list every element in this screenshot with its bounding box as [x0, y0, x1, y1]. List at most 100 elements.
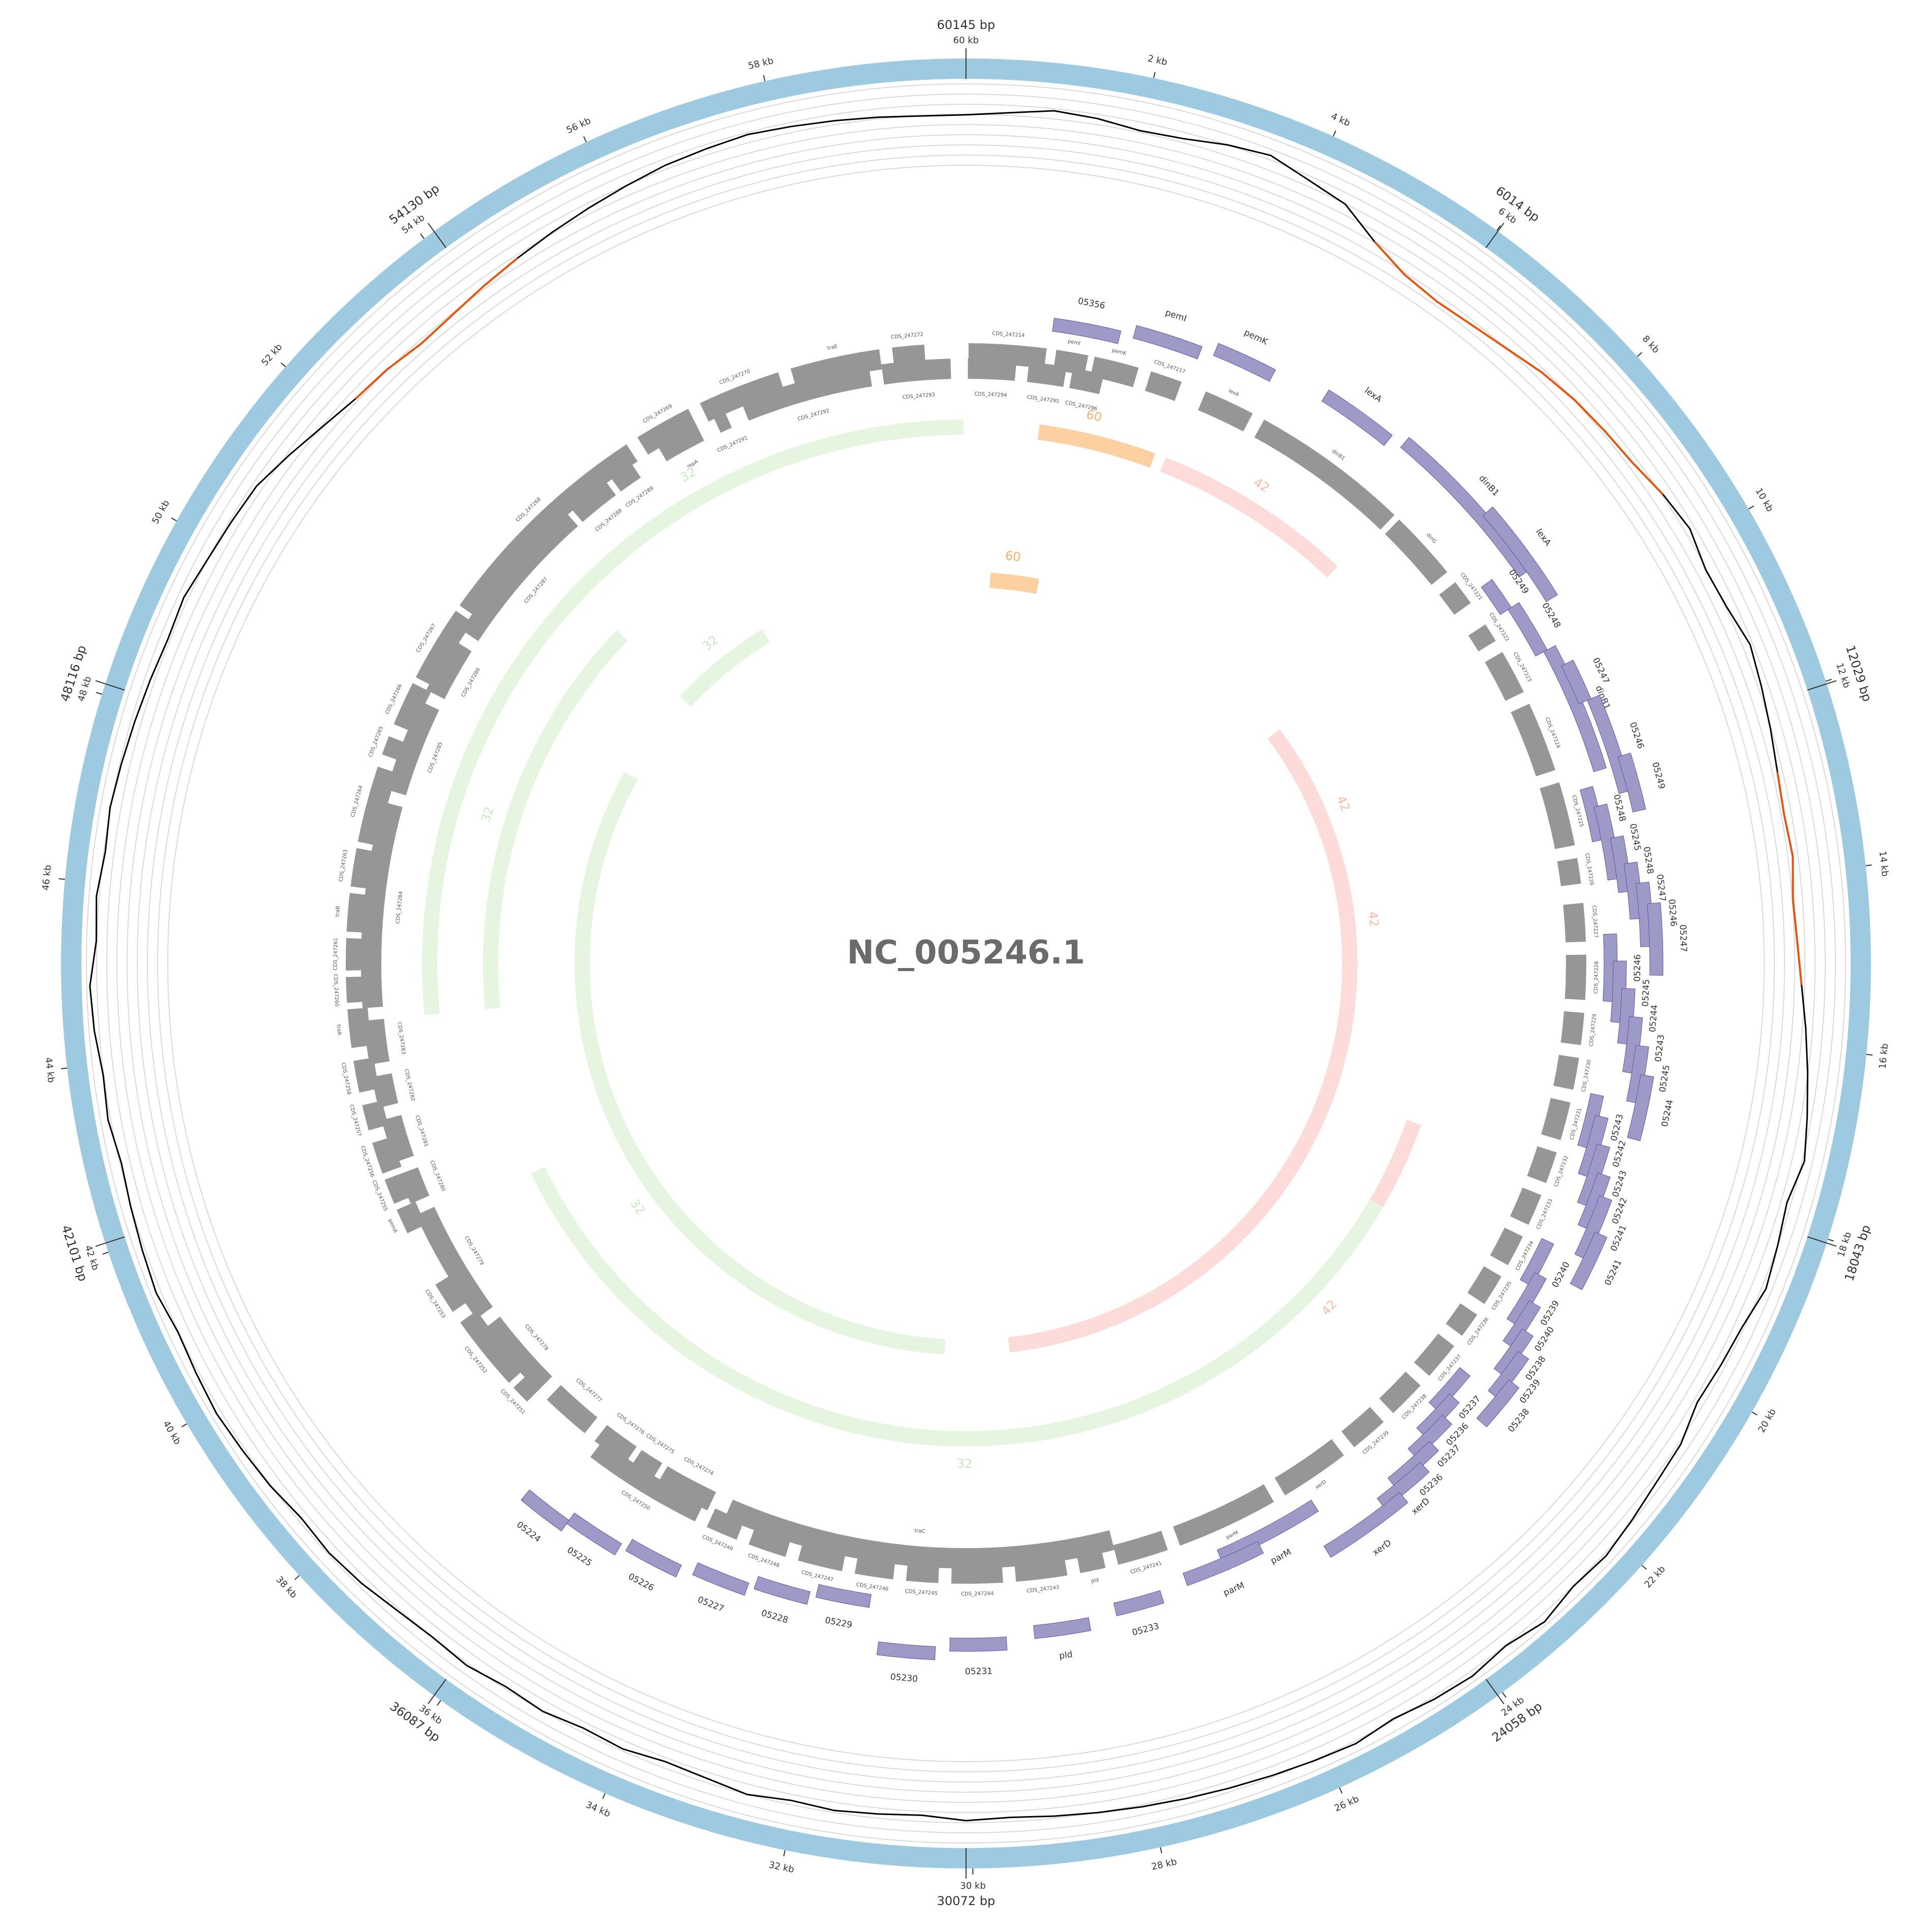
- cds-feature: [1027, 361, 1067, 387]
- gene-feature: [1428, 1367, 1471, 1412]
- cds-feature: [1557, 858, 1581, 887]
- cds-feature: [1445, 1303, 1477, 1336]
- gene-feature: [1387, 1440, 1439, 1489]
- cds-label: CDS_247217: [1153, 359, 1186, 375]
- gene-feature: [1376, 1462, 1430, 1510]
- gene-label: 05248: [1539, 601, 1562, 630]
- gene-feature: [949, 1637, 1008, 1652]
- gc-low-segment: [1436, 300, 1472, 326]
- kb-tick-label: 16 kb: [1877, 1043, 1890, 1069]
- position-label: 60145 bp: [937, 18, 995, 32]
- cds-label: CDS_247246: [856, 1582, 889, 1592]
- cds-feature: [1379, 1371, 1421, 1413]
- link-arc: [1160, 457, 1338, 578]
- kb-tick-label: 52 kb: [259, 342, 284, 368]
- gene-label: 05248: [1611, 794, 1627, 823]
- link-arc-label: 32: [627, 1196, 648, 1217]
- gene-feature: [877, 1641, 936, 1661]
- gc-low-segment: [355, 369, 388, 400]
- gene-label: 05229: [824, 1615, 853, 1631]
- cds-label: CDS_247285: [427, 741, 443, 774]
- gc-low-segment: [1505, 347, 1543, 374]
- cds-label: traA: [336, 1024, 342, 1035]
- gene-label: 05231: [965, 1666, 992, 1677]
- cds-feature: [657, 1466, 716, 1511]
- kb-tick: [1333, 130, 1337, 137]
- cds-label: CDS_247288: [594, 508, 623, 533]
- cds-label: CDS_247233: [1535, 1198, 1554, 1230]
- cds-feature: [394, 683, 431, 732]
- cds-label: CDS_247260: [333, 974, 340, 1007]
- gene-label: 05247: [1654, 873, 1668, 902]
- kb-tick: [102, 1252, 109, 1255]
- gc-low-segment: [386, 343, 422, 371]
- cds-feature: [748, 1525, 792, 1557]
- gc-grid-ring: [137, 134, 1795, 1793]
- position-tick: [428, 1679, 447, 1704]
- gene-feature: [1506, 1272, 1547, 1326]
- gc-low-segment: [1574, 399, 1606, 432]
- cds-feature: [1090, 356, 1139, 387]
- kb-tick: [1637, 352, 1642, 357]
- cds-feature: [426, 640, 472, 700]
- kb-tick: [1502, 1692, 1506, 1698]
- link-arc: [422, 419, 964, 1015]
- kb-tick: [1641, 1564, 1647, 1570]
- cds-label: CDS_247244: [961, 1591, 993, 1597]
- cds-label: traC: [914, 1528, 925, 1534]
- cds-label: CDS_247263: [338, 849, 349, 882]
- cds-label: CDS_247256: [359, 1145, 375, 1178]
- cds-label: CDS_247286: [461, 667, 481, 698]
- kb-tick: [783, 1850, 786, 1856]
- cds-feature: [1485, 652, 1524, 701]
- gene-feature: [1569, 1231, 1608, 1290]
- gc-low-segment: [484, 257, 518, 287]
- gene-feature: [1626, 1045, 1649, 1104]
- cds-label: pemI: [1067, 339, 1081, 346]
- gc-low-segment: [1541, 372, 1576, 401]
- cds-feature: [798, 1541, 846, 1572]
- gene-label: 05246: [1633, 954, 1643, 982]
- cds-label: CDS_247226: [1584, 853, 1594, 886]
- cds-feature: [1553, 1054, 1579, 1090]
- gene-label: 05226: [626, 1572, 655, 1593]
- cds-label: CDS_247229: [1589, 1014, 1598, 1047]
- gene-feature: [1481, 579, 1512, 615]
- cds-label: pemK: [1111, 348, 1127, 357]
- kb-tick-label: 56 kb: [565, 115, 593, 136]
- gene-label: 05238: [1506, 1407, 1531, 1434]
- cds-label: CDS_247291: [716, 435, 748, 454]
- cds-feature: [1510, 1187, 1542, 1225]
- link-arc: [574, 772, 946, 1354]
- gc-low-segment: [1796, 942, 1803, 985]
- cds-feature: [399, 1167, 430, 1204]
- link-arc-label: 32: [678, 465, 699, 485]
- kb-tick: [171, 517, 177, 522]
- gene-label: 05245: [1641, 979, 1652, 1007]
- cds-feature: [415, 1206, 493, 1319]
- gene-label: 05237: [1436, 1443, 1463, 1469]
- cds-label: CDS_247282: [403, 1069, 415, 1102]
- cds-feature: [1414, 1333, 1455, 1376]
- gc-grid-ring: [147, 144, 1785, 1783]
- link-arc-label: 42: [1251, 475, 1272, 495]
- cds-feature: [1564, 954, 1586, 1000]
- gc-grid-ring: [96, 94, 1836, 1833]
- gene-feature: [1183, 1541, 1264, 1586]
- gene-label: 05356: [1077, 296, 1106, 311]
- gc-low-segment: [1374, 240, 1405, 276]
- link-arc: [989, 572, 1039, 594]
- kb-tick: [1866, 1053, 1873, 1056]
- link-arc: [1008, 729, 1357, 1353]
- cds-label: CDS_247274: [683, 1456, 714, 1476]
- cds-label: CDS_247281: [414, 1114, 429, 1148]
- gene-label: pemI: [1164, 308, 1188, 324]
- cds-feature: [547, 1385, 598, 1433]
- cds-label: dinB1: [1331, 448, 1346, 462]
- gene-feature: [815, 1584, 872, 1608]
- cds-label: CDS_247248: [747, 1553, 780, 1568]
- gene-label: 05240: [1550, 1260, 1572, 1289]
- cds-feature: [353, 1058, 379, 1093]
- cds-feature: [569, 478, 616, 522]
- cds-feature: [1467, 1266, 1502, 1304]
